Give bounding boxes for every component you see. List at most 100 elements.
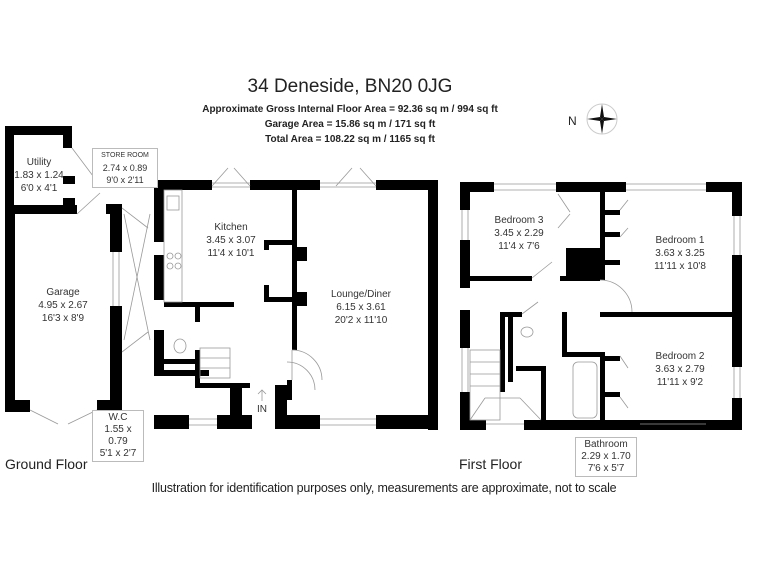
property-title: 34 Deneside, BN20 0JG <box>247 76 453 97</box>
ground-floor-plan <box>5 126 438 430</box>
wall <box>605 260 620 265</box>
room-label-bedroom3: Bedroom 3 3.45 x 2.29 11'4 x 7'6 <box>488 214 550 253</box>
room-metric: 1.83 x 1.24 <box>14 170 64 181</box>
room-label-kitchen: Kitchen 3.45 x 3.07 11'4 x 10'1 <box>196 221 266 260</box>
wall <box>264 240 269 250</box>
wall <box>154 370 209 376</box>
room-label-bedroom2: Bedroom 2 3.63 x 2.79 11'11 x 9'2 <box>648 350 712 389</box>
wall <box>560 276 600 281</box>
room-name: W.C <box>108 412 128 423</box>
wall <box>605 356 620 361</box>
wall <box>460 182 494 192</box>
wall <box>566 248 602 278</box>
wall <box>605 232 620 237</box>
room-name: Lounge/Diner <box>330 289 392 300</box>
room-label-garage: Garage 4.95 x 2.67 16'3 x 8'9 <box>28 286 98 325</box>
room-name: Bedroom 2 <box>655 351 705 362</box>
wall <box>63 176 75 184</box>
wall <box>195 302 200 322</box>
room-imperial: 11'11 x 9'2 <box>656 377 704 388</box>
wall <box>600 312 742 317</box>
wall <box>5 126 14 214</box>
room-name: Utility <box>26 157 52 168</box>
wall <box>600 192 605 280</box>
room-name: Kitchen <box>214 222 248 233</box>
wall <box>5 400 30 412</box>
wall <box>230 383 242 429</box>
first-floor-fixtures <box>461 183 741 425</box>
first-floor-label: First Floor <box>459 456 522 472</box>
wall <box>154 180 212 190</box>
garage-area: Garage Area = 15.86 sq m / 171 sq ft <box>264 119 436 130</box>
wall <box>5 126 72 135</box>
wall <box>732 182 742 216</box>
room-imperial: 6'0 x 4'1 <box>20 183 58 194</box>
room-label-store-room: STORE ROOM 2.74 x 0.89 9'0 x 2'11 <box>92 148 158 188</box>
wall <box>63 126 72 148</box>
room-imperial: 5'1 x 2'7 <box>99 448 137 459</box>
wall <box>460 392 470 430</box>
wall <box>460 240 470 288</box>
room-imperial: 11'4 x 10'1 <box>207 248 255 259</box>
wall <box>287 380 292 400</box>
wall <box>562 352 600 357</box>
wall <box>732 398 742 430</box>
ground-floor-fixtures <box>29 147 377 426</box>
wall <box>264 285 269 299</box>
room-metric: 2.74 x 0.89 <box>102 163 148 173</box>
wall <box>460 420 486 430</box>
room-imperial: 11'4 x 7'6 <box>498 241 540 252</box>
room-label-bedroom1: Bedroom 1 3.63 x 3.25 11'11 x 10'8 <box>648 234 712 273</box>
wall <box>164 359 199 364</box>
wall <box>428 180 438 430</box>
wall <box>195 383 250 388</box>
room-label-bathroom: Bathroom 2.29 x 1.70 7'6 x 5'7 <box>575 437 637 477</box>
room-name: Bedroom 1 <box>655 235 705 246</box>
entrance-label: IN <box>257 404 267 415</box>
wall <box>508 312 513 382</box>
wall <box>470 276 532 281</box>
room-metric: 3.45 x 3.07 <box>206 235 256 246</box>
room-name: Bathroom <box>584 439 628 450</box>
wall <box>605 210 620 215</box>
room-name: Bedroom 3 <box>494 215 544 226</box>
room-metric: 2.29 x 1.70 <box>581 451 631 462</box>
wall <box>154 255 164 300</box>
room-imperial: 20'2 x 11'10 <box>334 315 388 326</box>
wall <box>460 182 470 210</box>
first-floor-plan <box>460 182 742 430</box>
wall <box>541 366 546 420</box>
wall <box>376 180 438 190</box>
wall <box>282 415 320 429</box>
room-name: Garage <box>46 287 80 298</box>
room-imperial: 16'3 x 8'9 <box>41 313 85 324</box>
ground-floor-label: Ground Floor <box>5 456 88 472</box>
wall <box>376 415 438 429</box>
room-imperial: 11'11 x 10'8 <box>654 261 706 272</box>
wall <box>110 204 122 252</box>
wall <box>250 180 320 190</box>
room-metric: 4.95 x 2.67 <box>38 300 88 311</box>
total-area: Total Area = 108.22 sq m / 1165 sq ft <box>265 134 435 145</box>
wall <box>110 306 122 412</box>
wall <box>516 366 546 371</box>
wall <box>605 392 620 397</box>
wall <box>706 182 742 192</box>
wall <box>556 182 626 192</box>
room-label-lounge-diner: Lounge/Diner 6.15 x 3.61 20'2 x 11'10 <box>321 288 401 327</box>
wall <box>562 312 567 356</box>
room-label-utility: Utility 1.83 x 1.24 6'0 x 4'1 <box>14 156 64 195</box>
room-name: STORE ROOM <box>101 152 149 159</box>
room-metric: 6.15 x 3.61 <box>336 302 386 313</box>
room-metric: 3.45 x 2.29 <box>494 228 544 239</box>
wall <box>600 352 605 420</box>
wall <box>500 312 505 392</box>
wall <box>732 255 742 367</box>
compass-rose-icon <box>586 103 618 135</box>
wall <box>154 415 189 429</box>
gross-internal-area: Approximate Gross Internal Floor Area = … <box>202 104 498 115</box>
room-imperial: 7'6 x 5'7 <box>587 463 625 474</box>
wall <box>5 205 77 214</box>
wall <box>292 292 307 306</box>
